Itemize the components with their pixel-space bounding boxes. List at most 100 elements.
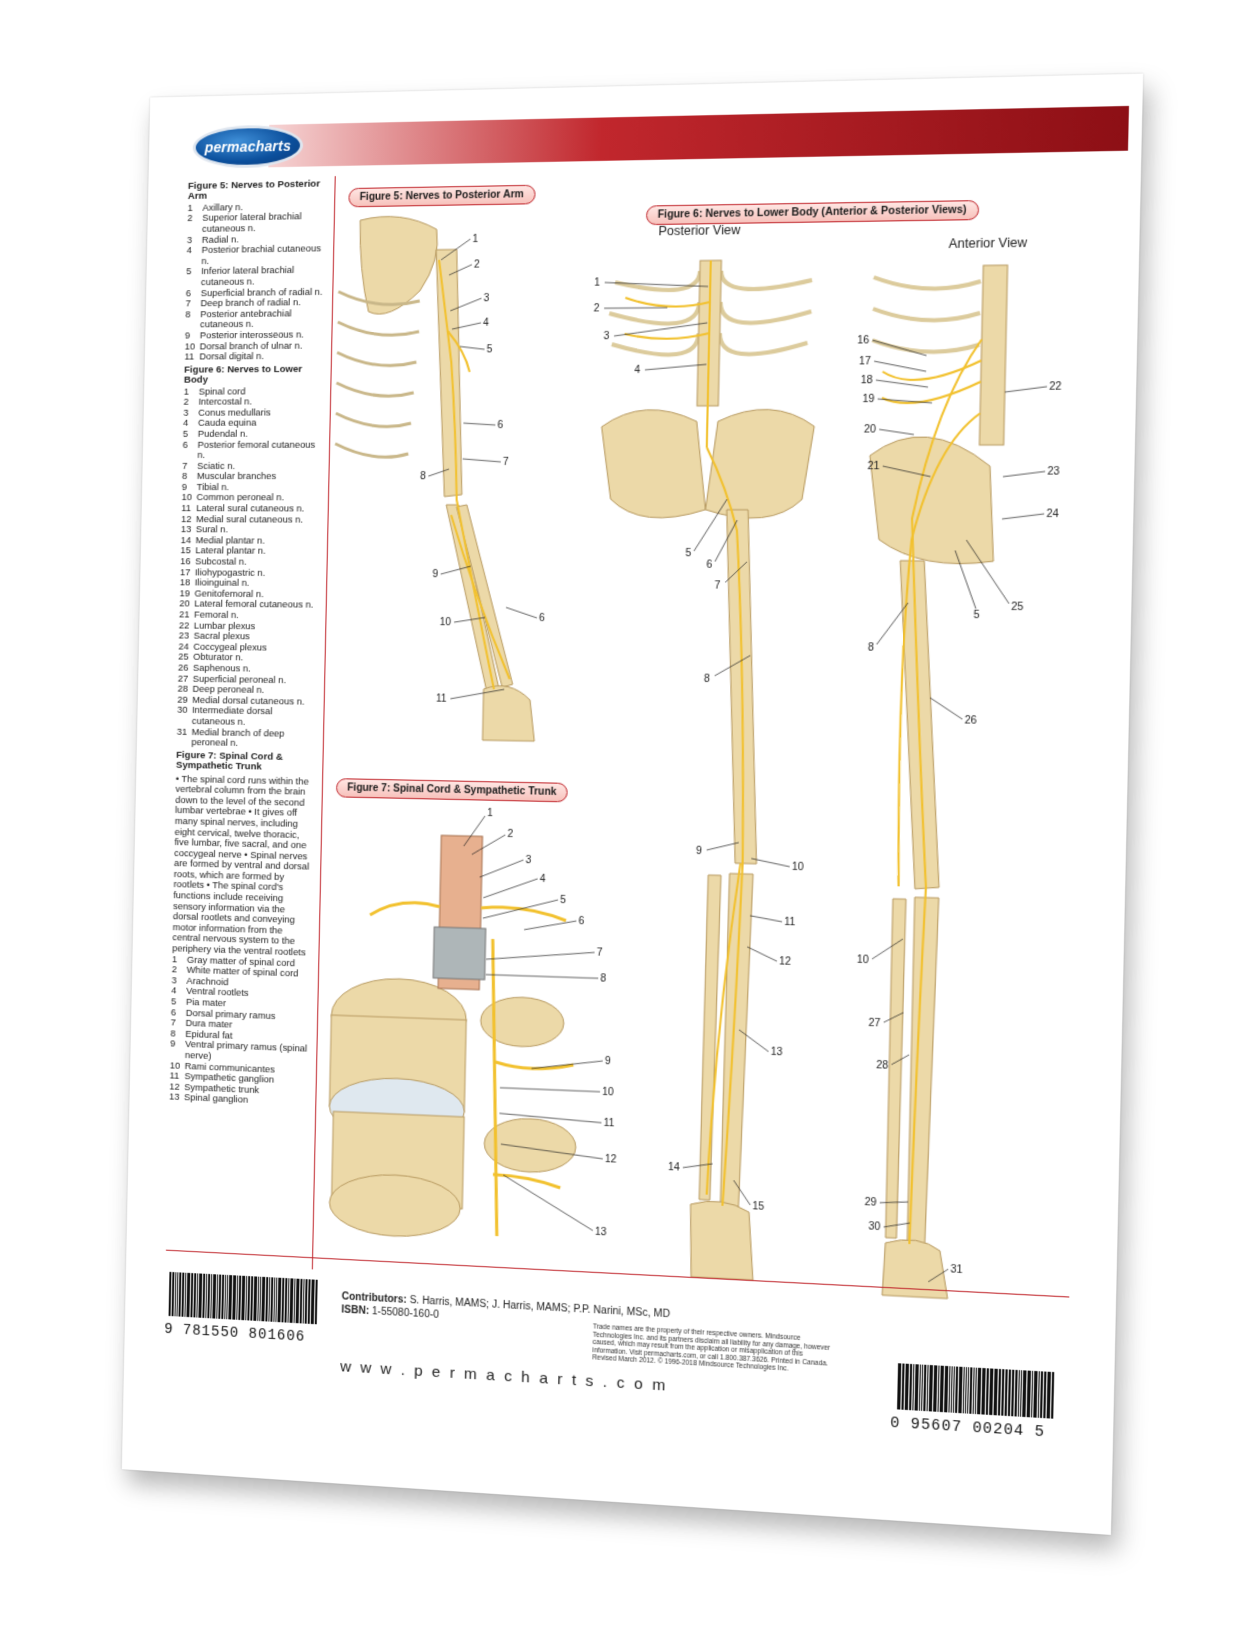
svg-text:1: 1 [472, 234, 478, 245]
isbn-value: 1-55080-160-0 [371, 1305, 440, 1321]
legend-item-number: 5 [182, 427, 189, 439]
arm-ribs [335, 291, 420, 457]
legend-item-number: 5 [186, 265, 192, 277]
isbn-barcode-number: 9 781550 801606 [164, 1321, 306, 1346]
svg-text:20: 20 [864, 424, 877, 436]
legend-item-number: 8 [185, 308, 191, 320]
svg-text:13: 13 [595, 1227, 607, 1239]
svg-text:7: 7 [714, 580, 721, 592]
svg-text:22: 22 [1049, 381, 1062, 393]
svg-text:10: 10 [602, 1087, 614, 1099]
fig5-legend-item: 5 Inferior lateral brachial cutaneous n. [186, 264, 327, 288]
spinal-cord [433, 835, 488, 990]
svg-text:11: 11 [603, 1118, 615, 1130]
svg-text:14: 14 [668, 1162, 681, 1174]
svg-text:19: 19 [862, 394, 875, 406]
svg-text:7: 7 [503, 457, 509, 468]
svg-text:8: 8 [420, 471, 426, 482]
svg-text:27: 27 [868, 1018, 881, 1030]
arm-bones [349, 214, 545, 741]
legend-item-number: 9 [170, 1037, 176, 1049]
legend-item-number: 13 [169, 1090, 180, 1103]
legend-item-text: Intermediate dorsal cutaneous n. [191, 704, 273, 727]
fig5-callouts: 1 2 3 4 5 6 7 8 9 10 6 11 [420, 234, 546, 705]
upc-barcode [897, 1363, 1055, 1419]
svg-text:3: 3 [525, 855, 532, 867]
svg-text:5: 5 [685, 548, 692, 560]
svg-text:6: 6 [578, 916, 585, 928]
vertebrae [327, 977, 579, 1245]
legend-item-text: Pudendal n. [197, 427, 248, 439]
legend-item-number: 9 [184, 329, 191, 341]
chart-sheet: permacharts Figure 5: Nerves to Posterio… [121, 73, 1144, 1535]
anterior-view-label: Anterior View [948, 235, 1028, 252]
fig5-legend-title: Figure 5: Nerves to Posterior Arm [187, 178, 321, 203]
svg-text:15: 15 [752, 1201, 765, 1213]
fig6-posterior-callouts: 1 2 3 4 5 6 7 8 9 10 11 12 13 14 15 [594, 277, 805, 1213]
legend-item-number: 11 [184, 350, 195, 362]
legend-item-text: Spinal ganglion [183, 1091, 249, 1106]
svg-text:28: 28 [876, 1060, 889, 1072]
svg-text:3: 3 [603, 331, 610, 342]
svg-text:9: 9 [432, 569, 438, 580]
legend-item-number: 31 [176, 725, 188, 737]
barcode-bar [314, 1279, 318, 1325]
svg-text:9: 9 [696, 846, 703, 858]
legend-item-text: Posterior antebrachial cutaneous n. [199, 307, 292, 330]
svg-text:11: 11 [436, 693, 447, 704]
svg-text:10: 10 [440, 617, 452, 628]
svg-text:1: 1 [487, 808, 493, 819]
legend-item-number: 4 [186, 244, 193, 256]
fig7-paragraph: • The spinal cord runs within the verteb… [172, 772, 310, 958]
svg-text:1: 1 [594, 277, 601, 288]
svg-text:16: 16 [857, 335, 870, 347]
svg-text:6: 6 [706, 559, 713, 571]
upc-barcode-number: 0 95607 00204 5 [890, 1415, 1046, 1442]
svg-text:17: 17 [859, 356, 872, 368]
header-band [268, 105, 1129, 168]
legal-text: Trade names are the property of their re… [592, 1323, 831, 1374]
svg-text:6: 6 [539, 613, 546, 624]
legend-item-number: 6 [182, 438, 188, 450]
fig5-arm-illustration: 1 2 3 4 5 6 7 8 9 10 6 11 [329, 206, 546, 741]
svg-text:4: 4 [540, 874, 547, 886]
legend-item-text: Inferior lateral brachial cutaneous n. [200, 264, 295, 288]
svg-text:4: 4 [634, 365, 641, 376]
fig6-label: Figure 6: Nerves to Lower Body (Anterior… [645, 200, 979, 226]
legend-item-text: Medial branch of deep peroneal n. [191, 725, 285, 749]
svg-text:7: 7 [597, 947, 604, 959]
fig7-spinal-cord-illustration: 1 2 3 4 5 6 7 8 9 10 11 12 13 [322, 808, 617, 1262]
posterior-bones [584, 259, 818, 1282]
anterior-ribs [872, 276, 981, 352]
svg-text:23: 23 [1047, 466, 1060, 478]
fig6-posterior-illustration: 1 2 3 4 5 6 7 8 9 10 11 12 13 14 15 [584, 238, 829, 1293]
svg-text:5: 5 [487, 344, 493, 355]
svg-text:31: 31 [950, 1264, 963, 1276]
svg-text:30: 30 [868, 1221, 881, 1233]
legend-item-number: 30 [177, 703, 188, 716]
isbn-barcode [168, 1271, 319, 1325]
svg-text:4: 4 [483, 318, 489, 329]
svg-text:25: 25 [1011, 601, 1024, 613]
svg-text:18: 18 [861, 375, 874, 387]
fig7-callouts: 1 2 3 4 5 6 7 8 9 10 11 12 13 [456, 808, 617, 1239]
fig7-label: Figure 7: Spinal Cord & Sympathetic Trun… [335, 778, 569, 803]
svg-text:11: 11 [784, 917, 796, 929]
fig7-legend-title: Figure 7: Spinal Cord & Sympathetic Trun… [175, 749, 283, 773]
fig6-anterior-illustration: 16 17 18 19 20 21 22 23 24 25 5 8 26 10 … [852, 253, 1062, 1305]
svg-text:8: 8 [600, 973, 607, 985]
anterior-bones [852, 265, 1008, 1300]
svg-text:10: 10 [857, 954, 870, 966]
svg-text:3: 3 [483, 293, 489, 304]
fig6-anterior-callouts: 16 17 18 19 20 21 22 23 24 25 5 8 26 10 … [857, 335, 1062, 1287]
svg-text:2: 2 [474, 259, 480, 270]
svg-text:29: 29 [864, 1197, 877, 1209]
fig6-legend-title: Figure 6: Nerves to Lower Body [183, 363, 303, 386]
